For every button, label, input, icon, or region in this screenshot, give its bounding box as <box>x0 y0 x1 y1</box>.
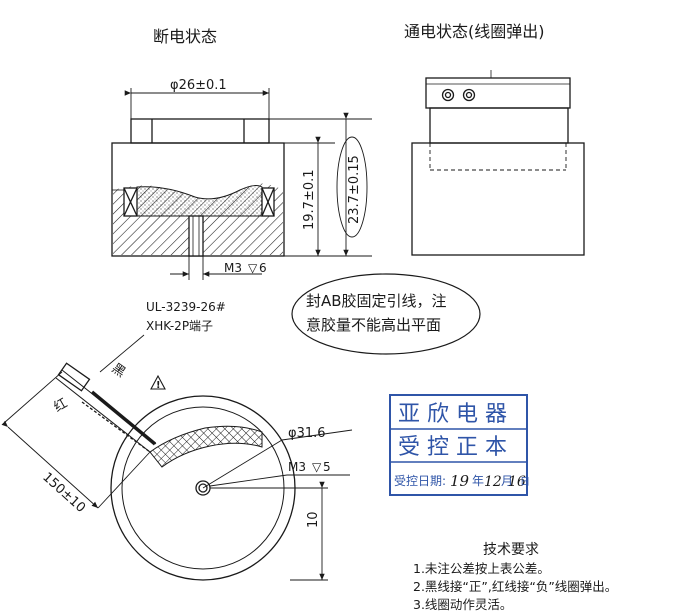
title-on-state: 通电状态(线圈弹出) <box>404 22 545 41</box>
dim-offset-label: 10 <box>306 511 321 528</box>
dim-diameter-outer <box>202 429 353 489</box>
svg-text:!: ! <box>156 380 161 391</box>
thread-side-depth: 6 <box>259 261 267 275</box>
stamp-month: 12 <box>484 474 502 490</box>
dim-height-total: 23.7±0.15 <box>347 155 362 224</box>
note-line1: 封AB胶固定引线，注 <box>306 292 447 310</box>
dim-diameter-outer-label: φ31.6 <box>288 426 326 441</box>
wire-red-label: 红 <box>51 395 70 415</box>
dim-offset <box>210 481 328 581</box>
top-view <box>55 362 296 581</box>
terminal-label: XHK-2P端子 <box>146 319 213 333</box>
side-view-off <box>111 118 285 257</box>
dim-thread-side <box>170 256 262 280</box>
stamp-year: 19 <box>450 472 470 490</box>
dim-diameter-top-label: φ26±0.1 <box>170 78 227 93</box>
stamp-month-unit: 月 <box>501 474 513 488</box>
terminal-hole-right <box>462 88 476 102</box>
dim-heights <box>269 112 372 257</box>
dim-height-body: 19.7±0.1 <box>302 169 317 230</box>
dim-diameter-top <box>124 88 270 119</box>
requirements-title: 技术要求 <box>483 542 539 558</box>
technical-requirements: 技术要求 1.未注公差按上表公差。 2.黑线接“正”,红线接“负”线圈弹出。 3… <box>413 542 617 612</box>
terminal-leader <box>99 334 145 373</box>
thread-side-depth-icon: ▽ <box>248 261 258 275</box>
requirement-item-3: 3.线圈动作灵活。 <box>413 597 512 612</box>
title-off-state: 断电状态 <box>153 27 217 46</box>
cable-model-label: UL-3239-26# <box>146 300 226 314</box>
coil-neck <box>429 107 569 144</box>
stamp-year-unit: 年 <box>472 474 484 488</box>
stamp-company: 亚欣电器 <box>398 402 514 427</box>
wire-black-label: 黑 <box>109 361 128 381</box>
requirement-item-1: 1.未注公差按上表公差。 <box>413 561 550 576</box>
dim-thread-top <box>209 474 350 487</box>
black-wire <box>90 390 157 446</box>
thread-top-depth-icon: ▽ <box>312 460 322 474</box>
stamp-day: 16 <box>508 474 526 490</box>
thread-side-label: M3 <box>224 261 242 275</box>
terminal-hole-left <box>441 88 455 102</box>
dim-lead-length <box>1 371 151 509</box>
stamp-date-label: 受控日期: <box>394 474 446 488</box>
side-view-on <box>411 70 585 256</box>
thread-top-label: M3 <box>288 460 306 474</box>
connector <box>57 362 91 392</box>
red-wire <box>81 401 151 453</box>
warning-icon: ! <box>150 374 166 391</box>
requirement-item-2: 2.黑线接“正”,红线接“负”线圈弹出。 <box>413 579 617 594</box>
stamp-day-unit: 日 <box>520 477 530 488</box>
note-callout: 封AB胶固定引线，注 意胶量不能高出平面 <box>291 273 481 355</box>
note-line2: 意胶量不能高出平面 <box>306 316 441 334</box>
highlight-ellipse <box>336 136 368 238</box>
body-on <box>411 142 585 256</box>
stamp-status: 受控正本 <box>398 435 514 460</box>
thread-top-depth: 5 <box>323 460 331 474</box>
control-stamp: 亚欣电器 受控正本 受控日期: 19 年 12 月 16 日 <box>389 394 530 496</box>
